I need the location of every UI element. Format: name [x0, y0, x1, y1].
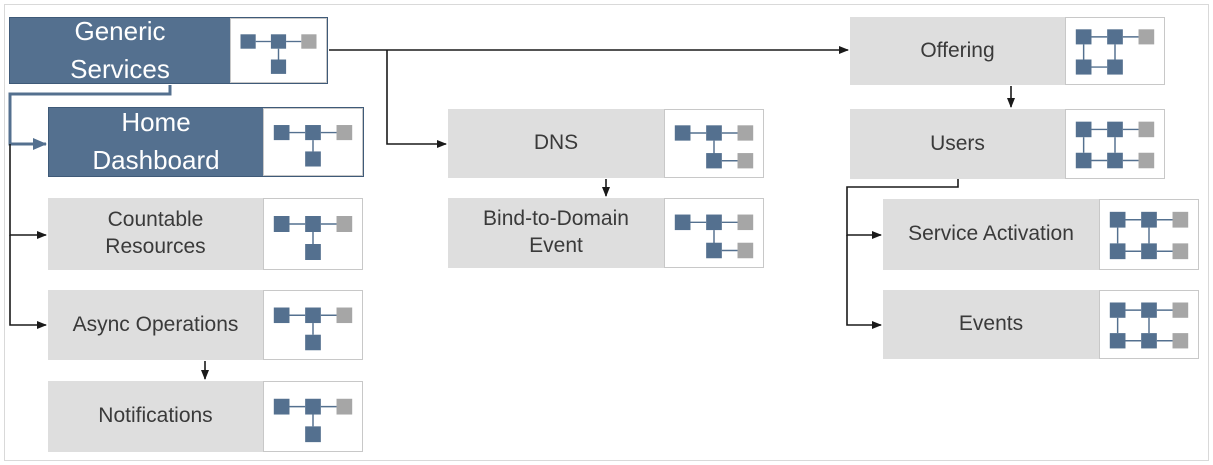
- tree-icon: [263, 108, 363, 176]
- connector-generic-services-to-home-dashboard: [8, 85, 172, 150]
- node-label: DNS: [533, 131, 579, 155]
- connector-generic-services-to-dns: [386, 50, 447, 148]
- node-label: Generic Services: [70, 15, 170, 84]
- node-bind-to-domain-event: Bind-to-Domain Event: [448, 198, 764, 268]
- node-label: Async Operations: [72, 312, 239, 336]
- node-label: Offering: [920, 38, 995, 62]
- connector-users-to-events: [846, 235, 882, 329]
- node-offering: Offering: [850, 17, 1165, 85]
- node-async-operations: Async Operations: [48, 290, 363, 360]
- node-service-activation: Service Activation: [883, 199, 1199, 270]
- node-label: Events: [958, 312, 1024, 336]
- branch-icon: [664, 109, 764, 178]
- connector-users-to-service-activation: [846, 179, 959, 239]
- node-label: Service Activation: [908, 222, 1074, 246]
- node-notifications: Notifications: [48, 381, 363, 452]
- grid-branch-icon: [1099, 290, 1199, 359]
- node-label: Home Dashboard: [92, 107, 220, 175]
- node-users: Users: [850, 109, 1165, 179]
- tree-icon: [263, 381, 363, 452]
- diagram-frame: [4, 4, 1209, 461]
- connector-generic-services-to-countable-resources: [9, 144, 47, 239]
- grid-branch-icon: [1065, 109, 1165, 179]
- node-label: Users: [930, 131, 985, 155]
- grid-icon: [1065, 17, 1165, 85]
- node-dns: DNS: [448, 109, 764, 178]
- tree-icon: [263, 290, 363, 360]
- branch-icon: [664, 198, 764, 268]
- node-generic-services: Generic Services: [9, 15, 328, 84]
- grid-branch-icon: [1099, 199, 1199, 270]
- node-countable-resources: Countable Resources: [48, 198, 363, 270]
- node-events: Events: [883, 290, 1199, 359]
- node-home-dashboard: Home Dashboard: [48, 107, 364, 177]
- tree-icon: [230, 18, 327, 83]
- node-label: Bind-to-Domain Event: [483, 207, 629, 257]
- connector-generic-services-to-async-operations: [9, 235, 47, 329]
- tree-icon: [263, 198, 363, 270]
- node-label: Countable Resources: [105, 208, 206, 258]
- node-label: Notifications: [98, 404, 213, 428]
